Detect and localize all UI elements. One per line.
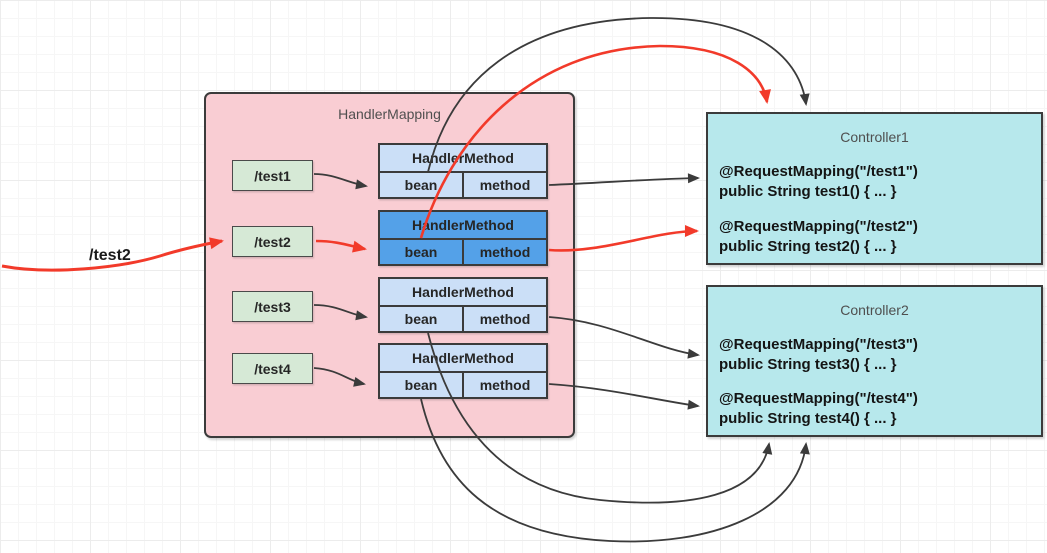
controller2-method2-signature: public String test4() { ... }	[719, 410, 897, 427]
handler-method-header: HandlerMethod	[380, 345, 546, 373]
handler-mapping-title: HandlerMapping	[338, 106, 441, 122]
controller1-box[interactable]: Controller1 @RequestMapping("/test1") pu…	[706, 112, 1043, 265]
bean-cell-2[interactable]: bean	[380, 240, 464, 264]
controller2-method1-annotation: @RequestMapping("/test3")	[719, 336, 918, 353]
controller2-method2-annotation: @RequestMapping("/test4")	[719, 390, 918, 407]
controller2-title: Controller2	[840, 302, 909, 318]
method-cell-4[interactable]: method	[479, 377, 531, 393]
path-box-test4[interactable]: /test4	[232, 353, 313, 384]
controller1-title: Controller1	[840, 129, 909, 145]
request-path-label: /test2	[89, 247, 131, 264]
controller1-method1-annotation: @RequestMapping("/test1")	[719, 163, 918, 180]
handler-method-header: HandlerMethod	[380, 212, 546, 240]
controller2-method1-signature: public String test3() { ... }	[719, 356, 897, 373]
handler-method-header: HandlerMethod	[380, 145, 546, 173]
controller2-box[interactable]: Controller2 @RequestMapping("/test3") pu…	[706, 285, 1043, 437]
bean-cell-3[interactable]: bean	[380, 307, 464, 331]
handler-method-header: HandlerMethod	[380, 279, 546, 307]
handler-method-table-1[interactable]: HandlerMethod bean method	[378, 143, 548, 199]
method-cell-2[interactable]: method	[479, 244, 531, 260]
bean-cell-1[interactable]: bean	[380, 173, 464, 197]
bean-cell-4[interactable]: bean	[380, 373, 464, 397]
path-box-test2[interactable]: /test2	[232, 226, 313, 257]
handler-method-table-4[interactable]: HandlerMethod bean method	[378, 343, 548, 399]
controller1-method1-signature: public String test1() { ... }	[719, 183, 897, 200]
controller1-method2-signature: public String test2() { ... }	[719, 238, 897, 255]
handler-method-table-2-highlighted[interactable]: HandlerMethod bean method	[378, 210, 548, 266]
handler-method-table-3[interactable]: HandlerMethod bean method	[378, 277, 548, 333]
controller1-method2-annotation: @RequestMapping("/test2")	[719, 218, 918, 235]
path-box-test1[interactable]: /test1	[232, 160, 313, 191]
method-cell-3[interactable]: method	[479, 311, 531, 327]
method-cell-1[interactable]: method	[479, 177, 531, 193]
path-box-test3[interactable]: /test3	[232, 291, 313, 322]
